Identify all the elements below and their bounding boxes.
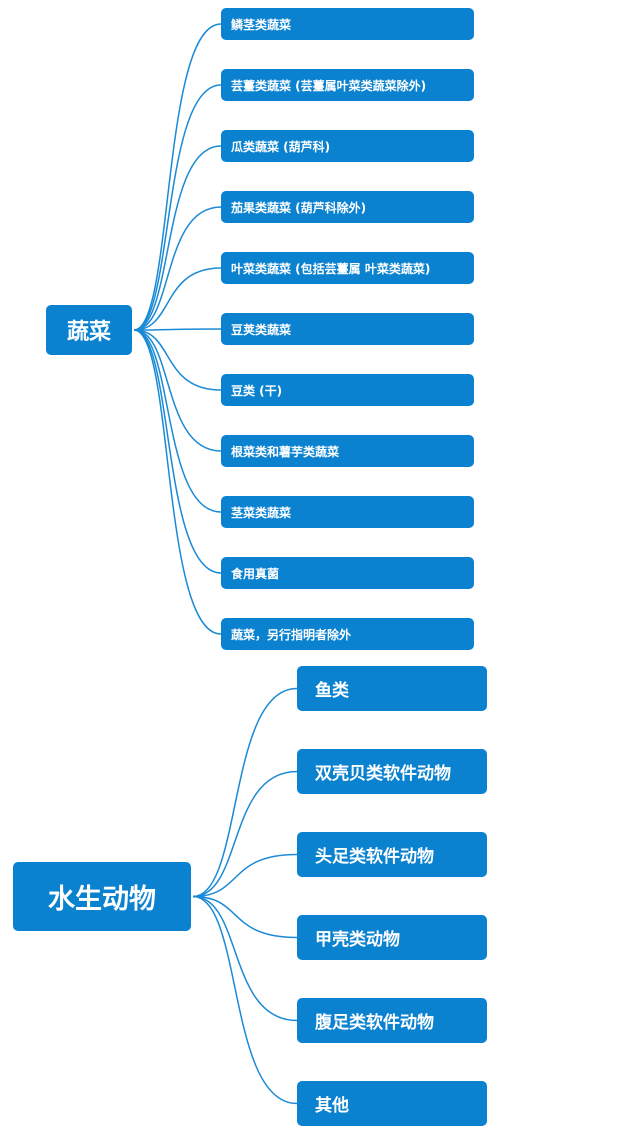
connector-line — [192, 687, 298, 898]
connector-line — [192, 895, 298, 939]
node-cephalopod-molluscs[interactable]: 头足类软件动物 — [297, 832, 487, 877]
connector-line — [133, 329, 222, 513]
node-fruiting-vegetables[interactable]: 茄果类蔬菜 (葫芦科除外) — [221, 191, 474, 223]
connector-line — [192, 853, 298, 898]
node-cucurbit-vegetables[interactable]: 瓜类蔬菜 (葫芦科) — [221, 130, 474, 162]
connector-line — [192, 770, 298, 898]
node-leafy-vegetables[interactable]: 叶菜类蔬菜 (包括芸薹属 叶菜类蔬菜) — [221, 252, 474, 284]
node-other-aquatic[interactable]: 其他 — [297, 1081, 487, 1126]
connector-line — [192, 895, 298, 1105]
root-node-vegetables[interactable]: 蔬菜 — [46, 305, 132, 355]
node-edible-fungi[interactable]: 食用真菌 — [221, 557, 474, 589]
node-bulb-vegetables[interactable]: 鳞茎类蔬菜 — [221, 8, 474, 40]
connector-line — [192, 895, 298, 1022]
node-crustaceans[interactable]: 甲壳类动物 — [297, 915, 487, 960]
root-node-aquatic-animals[interactable]: 水生动物 — [13, 862, 191, 931]
node-gastropod-molluscs[interactable]: 腹足类软件动物 — [297, 998, 487, 1043]
node-stem-vegetables[interactable]: 茎菜类蔬菜 — [221, 496, 474, 528]
node-fish[interactable]: 鱼类 — [297, 666, 487, 711]
connector-line — [133, 328, 222, 331]
connector-line — [133, 206, 222, 331]
connector-line — [133, 329, 222, 391]
connector-line — [133, 329, 222, 452]
connector-line — [133, 329, 222, 635]
node-root-tuber-vegetables[interactable]: 根菜类和薯芋类蔬菜 — [221, 435, 474, 467]
connector-line — [133, 267, 222, 331]
connector-line — [133, 23, 222, 331]
connector-line — [133, 329, 222, 574]
node-pod-vegetables[interactable]: 豆荚类蔬菜 — [221, 313, 474, 345]
node-bivalve-molluscs[interactable]: 双壳贝类软件动物 — [297, 749, 487, 794]
connector-line — [133, 84, 222, 331]
node-vegetables-other[interactable]: 蔬菜，另行指明者除外 — [221, 618, 474, 650]
node-brassica-vegetables[interactable]: 芸薹类蔬菜 (芸薹属叶菜类蔬菜除外) — [221, 69, 474, 101]
connector-line — [133, 145, 222, 331]
node-dry-beans[interactable]: 豆类 (干) — [221, 374, 474, 406]
